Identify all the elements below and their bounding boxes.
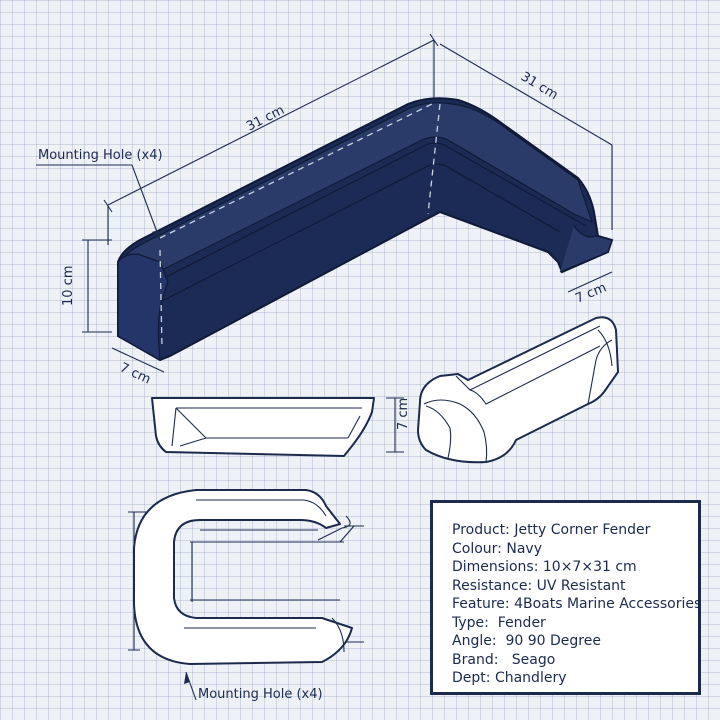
fender-side-view [151,397,375,457]
dimension-lines [82,33,613,453]
spec-row-resistance: Resistance: UV Resistant [452,577,626,594]
spec-row-dept: Dept: Chandlery [452,670,567,686]
spec-row-brand: Brand: Seago [452,651,556,668]
callout-mounting-hole-top-label: Mounting Hole (x4) [38,148,163,163]
dim-depth-right-label: 7 cm [573,280,609,306]
fender-top-face [121,102,593,277]
dim-length-right-label: 31 cm [518,69,560,103]
spec-row-feature: Feature: 4Boats Marine Accessories [452,596,702,612]
dim-length-left-label: 31 cm [244,103,287,135]
callout-mounting-hole-bottom-label: Mounting Hole (x4) [198,687,323,702]
spec-row-angle: Angle: 90 90 Degree [452,633,601,649]
callout-mounting-hole-bottom: Mounting Hole (x4) [184,671,323,702]
fender-isometric-view [117,97,614,362]
spec-row-type: Type: Fender [452,614,546,631]
spec-row-colour: Colour: Navy [452,540,542,557]
spec-row-product: Product: Jetty Corner Fender [452,522,651,538]
fender-outline-isometric-view [417,316,619,464]
fender-end-cap [117,253,169,362]
spec-row-dimensions: Dimensions: 10×7×31 cm [452,559,637,575]
dim-side-height-label: 7 cm [396,398,411,430]
dim-height-label: 10 cm [61,266,76,307]
callout-mounting-hole-top: Mounting Hole (x4) [36,148,163,241]
spec-table: Product: Jetty Corner Fender Colour: Nav… [430,500,701,695]
fender-top-view [128,489,364,665]
